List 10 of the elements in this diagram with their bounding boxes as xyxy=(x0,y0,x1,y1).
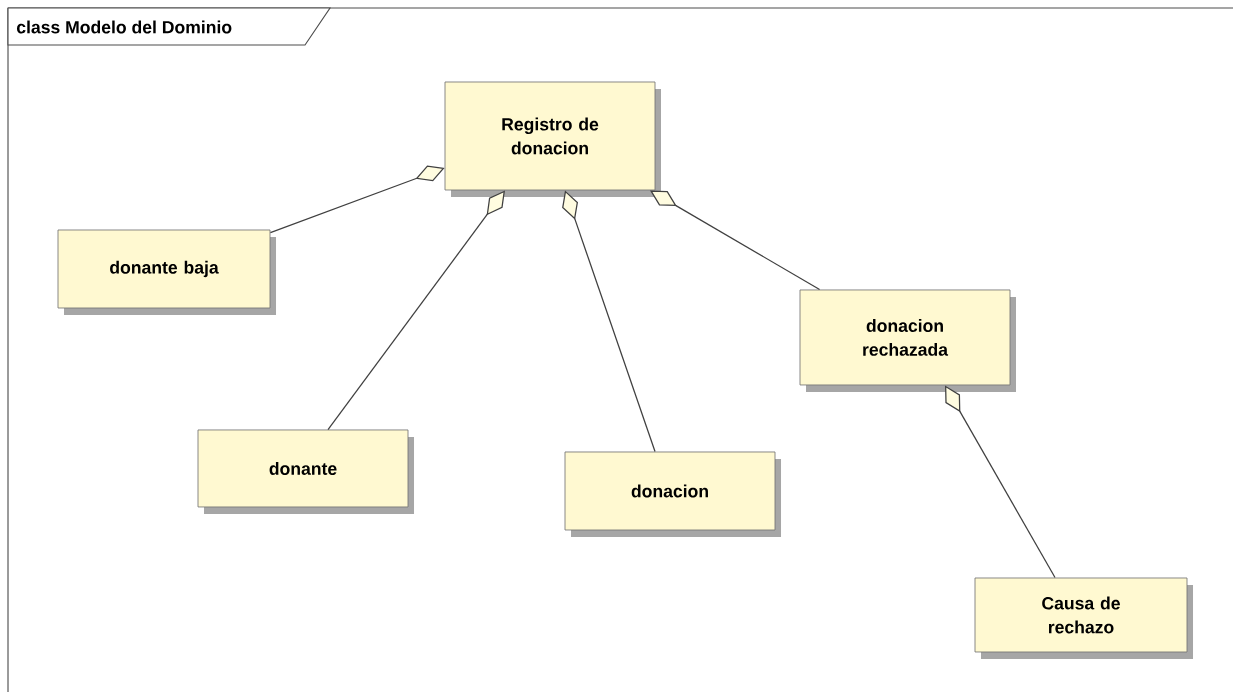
class-box: Registro de donacion xyxy=(444,81,661,197)
class-box: donante xyxy=(197,429,414,514)
aggregation-line xyxy=(650,190,821,291)
class-box: donante baja xyxy=(57,229,276,315)
class-box: donacion rechazada xyxy=(799,289,1016,392)
aggregation-line xyxy=(327,190,505,431)
diagram-title: class Modelo del Dominio xyxy=(16,20,232,34)
aggregation-line xyxy=(945,385,1056,579)
class-box: donacion xyxy=(564,451,781,537)
class-box: Causa de rechazo xyxy=(974,577,1193,659)
